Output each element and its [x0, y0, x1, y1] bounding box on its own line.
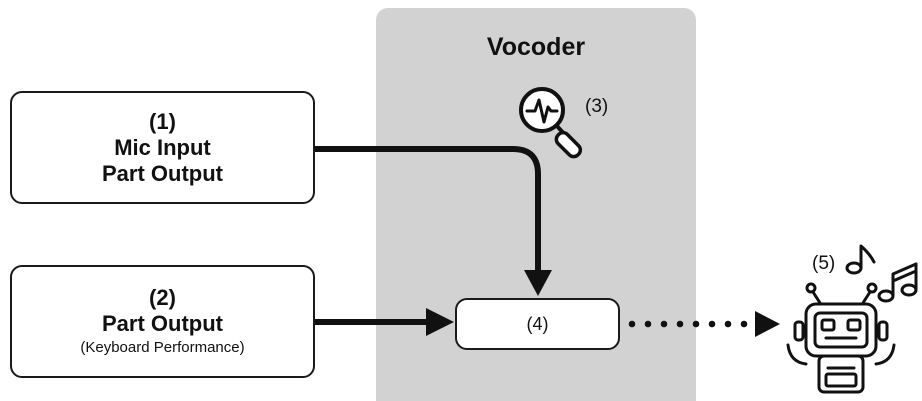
box2-line1: Part Output: [102, 310, 223, 336]
mic-arrowhead: [524, 270, 552, 296]
mic-input-box: (1) Mic Input Part Output: [10, 91, 315, 204]
vocoder-title: Vocoder: [486, 33, 586, 61]
box2-line2: (Keyboard Performance): [80, 338, 245, 356]
part-output-box: (2) Part Output (Keyboard Performance): [10, 265, 315, 378]
box2-number: (2): [149, 284, 176, 310]
output-arrowhead: [755, 311, 780, 337]
box1-line2: Part Output: [102, 160, 223, 186]
robot-icon: [786, 282, 896, 394]
mic-to-vocoder-arrow: [315, 146, 541, 272]
music-note-icon: [845, 244, 918, 303]
waveform-magnifier-icon: [519, 87, 583, 159]
output-label: (5): [812, 253, 836, 274]
box1-line1: Mic Input: [114, 134, 211, 160]
box1-number: (1): [149, 108, 176, 134]
part-arrowhead: [426, 308, 454, 336]
box4-label: (4): [526, 314, 549, 334]
vocoder-process-box: (4): [455, 298, 620, 350]
analyzer-label: (3): [585, 96, 609, 117]
dotted-output-arrow: [628, 320, 748, 328]
